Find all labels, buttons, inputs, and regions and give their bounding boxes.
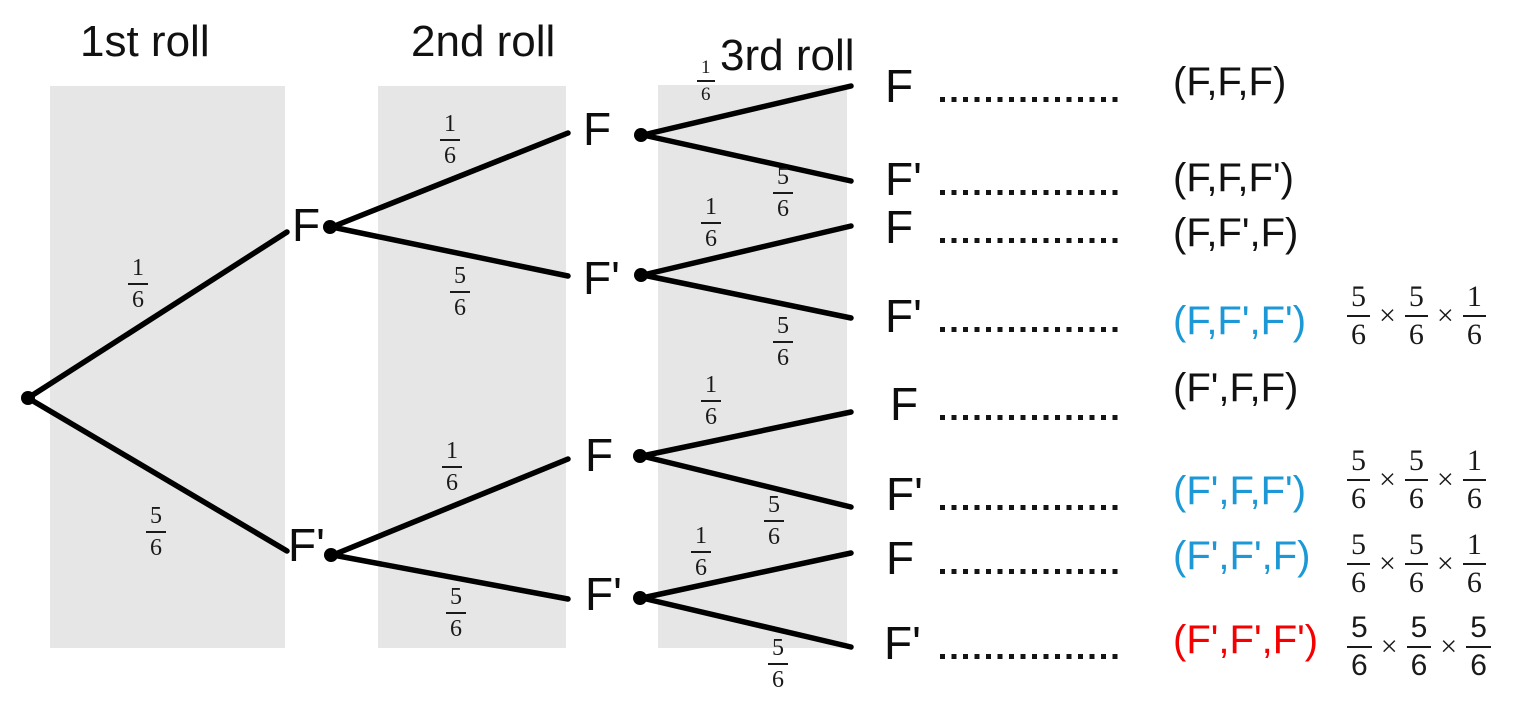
- leaf-label: F': [885, 290, 922, 342]
- node-label-fp: F': [288, 519, 325, 571]
- leaf-label: F': [885, 153, 922, 205]
- branch-ffp-fp: [640, 272, 854, 321]
- times-sign: ×: [1436, 547, 1454, 580]
- root-node: [21, 391, 35, 405]
- times-sign: ×: [1436, 299, 1454, 332]
- dotted-leader: [940, 190, 1123, 195]
- outcome-tuple-highlighted: (F,F',F'): [1173, 299, 1307, 343]
- branch-fpf-f: [639, 409, 854, 459]
- outcome-tuple-highlighted: (F',F',F'): [1173, 618, 1319, 662]
- dotted-leader: [940, 505, 1123, 510]
- leaf-label: F': [884, 617, 921, 669]
- node-label-ff: F: [583, 103, 612, 155]
- roll2-band: [378, 86, 566, 648]
- header-roll1: 1st roll: [80, 17, 210, 66]
- roll1-band: [50, 86, 285, 648]
- node-fp: [324, 548, 338, 562]
- node-label-f: F: [292, 199, 321, 251]
- node-label-ffp: F': [583, 252, 620, 304]
- leaf-label: F: [890, 378, 919, 430]
- leaf-label: F: [885, 60, 914, 112]
- header-roll2: 2nd roll: [411, 17, 556, 66]
- node-ff: [634, 128, 648, 142]
- times-sign: ×: [1380, 630, 1398, 663]
- dotted-leader: [940, 327, 1123, 332]
- branch-f-fp: [329, 224, 571, 279]
- dotted-leader: [940, 415, 1123, 420]
- node-fpf: [633, 449, 647, 463]
- leaf-label: F: [886, 532, 915, 584]
- outcome-tuple: (F,F',F): [1173, 211, 1299, 255]
- header-roll3: 3rd roll: [720, 31, 855, 80]
- branch-fp-f: [330, 456, 571, 558]
- outcome-tuple-highlighted: (F',F,F'): [1173, 469, 1307, 513]
- branch-ffp-f: [640, 223, 854, 278]
- node-fpfp: [633, 591, 647, 605]
- branch-root-fp: [25, 395, 290, 554]
- dotted-leader: [940, 654, 1123, 659]
- branch-f-f: [329, 130, 571, 230]
- node-label-fpf: F: [585, 429, 614, 481]
- outcome-tuple-highlighted: (F',F',F): [1173, 534, 1311, 578]
- branch-fpf-fp: [639, 453, 854, 510]
- branch-root-f: [25, 229, 290, 401]
- times-sign: ×: [1436, 463, 1454, 496]
- branch-fpfp-f: [639, 550, 854, 601]
- node-ffp: [634, 268, 648, 282]
- dotted-leader: [940, 97, 1123, 102]
- roll3-band: [658, 85, 847, 648]
- outcome-tuple: (F',F,F): [1173, 366, 1299, 410]
- branch-ff-f: [640, 83, 854, 138]
- outcome-tuple: (F,F,F): [1173, 60, 1287, 104]
- node-f: [323, 220, 337, 234]
- branch-ff-fp: [640, 132, 854, 184]
- branch-fp-fp: [330, 552, 571, 602]
- times-sign: ×: [1440, 630, 1458, 663]
- node-label-fpfp: F': [585, 568, 622, 620]
- branch-fpfp-fp: [639, 595, 854, 650]
- times-sign: ×: [1379, 463, 1396, 496]
- leaf-label: F': [886, 468, 923, 520]
- times-sign: ×: [1379, 547, 1396, 580]
- times-sign: ×: [1379, 299, 1396, 332]
- leaf-label: F: [885, 201, 914, 253]
- dotted-leader: [940, 569, 1123, 574]
- outcome-tuple: (F,F,F'): [1173, 156, 1294, 200]
- dotted-leader: [940, 238, 1123, 243]
